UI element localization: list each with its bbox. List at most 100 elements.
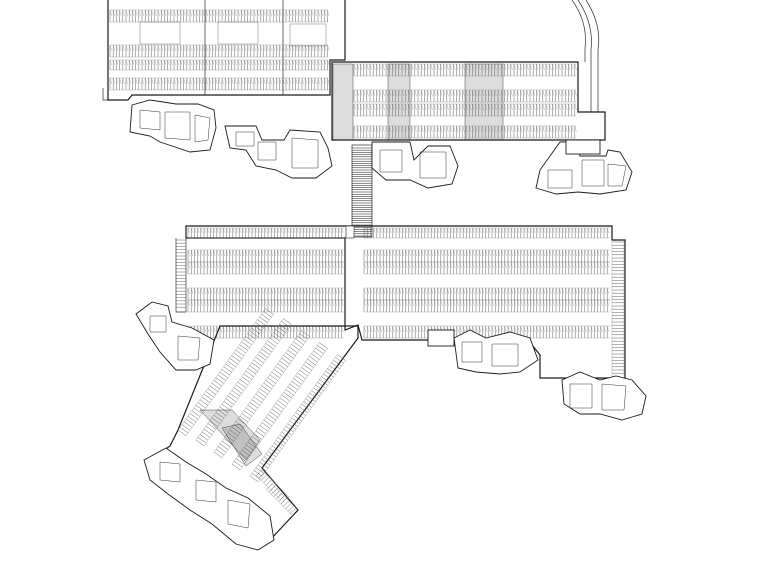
stall-marking [229,227,232,234]
stall-marking [488,325,491,333]
stall-marking [559,261,561,269]
stall-marking [559,227,561,234]
parking-stall [303,364,312,371]
parking-stall [247,333,256,340]
parking-stall [231,390,241,397]
stall-marking [536,103,539,111]
stall-marking [119,59,122,66]
stall-marking [485,287,488,295]
stall-marking [469,63,471,71]
stall-marking [568,125,571,133]
stall-marking [255,299,257,307]
stall-marking [277,227,280,234]
stall-marking [513,89,516,97]
stall-marking [173,59,176,66]
stall-marking [164,44,167,52]
stall-marking [129,44,131,52]
stall-marking [389,89,391,97]
stall-marking [180,59,183,66]
stall-marking [207,287,209,295]
stall-marking [497,89,500,97]
parking-stall [281,321,290,328]
stall-marking [568,249,571,257]
stall-marking [382,125,385,133]
stall-marking [247,44,250,52]
stall-marking [191,261,193,269]
parking-stall [273,332,282,339]
stall-marking [389,261,392,269]
stall-marking [315,261,318,269]
parking-stall [255,430,265,437]
stall-marking [392,325,395,333]
stall-marking [203,299,206,307]
stall-marking [221,77,224,85]
stall-marking [210,249,213,257]
stall-marking [277,287,280,295]
stall-marking [383,249,385,257]
stall-marking [232,325,235,333]
parking-stall [235,384,244,391]
stall-marking [141,77,144,85]
parking-stall [215,377,224,384]
parking-stall [297,409,306,416]
stall-marking [189,59,192,66]
stall-marking [504,261,507,269]
stall-marking [125,9,128,17]
parking-stall [223,401,233,408]
stall-marking [324,59,327,66]
stall-marking [575,261,577,269]
stall-marking [187,287,190,295]
stall-marking [271,227,273,234]
stall-marking [491,249,494,257]
stall-marking [312,299,315,307]
stall-marking [504,63,507,71]
stall-marking [443,261,446,269]
stall-marking [517,325,520,333]
stall-marking [408,89,411,97]
stall-marking [261,227,264,234]
stall-marking [539,287,542,295]
stall-marking [549,325,552,333]
stall-marking [241,44,243,52]
stall-marking [183,9,186,17]
stall-marking [292,59,295,66]
stall-marking [322,299,325,307]
stall-marking [157,44,160,52]
parking-stall [283,318,292,325]
stall-marking [399,227,401,234]
stall-marking [232,299,235,307]
stall-marking [338,299,341,307]
stall-marking [433,63,436,71]
stall-marking [207,227,209,234]
stall-marking [549,287,552,295]
parking-stall [313,350,322,357]
stall-marking [587,299,590,307]
stall-marking [267,249,270,257]
parking-stall [231,463,241,471]
stall-marking [298,9,301,17]
stall-marking [562,325,565,333]
stall-marking [385,125,388,133]
stall-marking [379,325,382,333]
stall-marking [520,89,523,97]
stall-marking [271,287,273,295]
parking-stall [245,407,255,414]
stall-marking [497,103,500,111]
stall-marking [494,89,497,97]
stall-marking [414,63,417,71]
parking-stall [239,452,249,459]
stall-marking [322,249,325,257]
stall-marking [498,249,501,257]
stall-marking [526,103,529,111]
stall-marking [290,261,293,269]
stall-marking [210,227,213,234]
stall-marking [437,249,440,257]
stall-marking [113,77,115,85]
parking-stall [309,356,318,363]
stall-marking [431,287,433,295]
stall-marking [571,325,574,333]
stall-marking [187,299,190,307]
stall-marking [309,287,312,295]
stall-marking [389,299,392,307]
stall-marking [501,63,503,71]
